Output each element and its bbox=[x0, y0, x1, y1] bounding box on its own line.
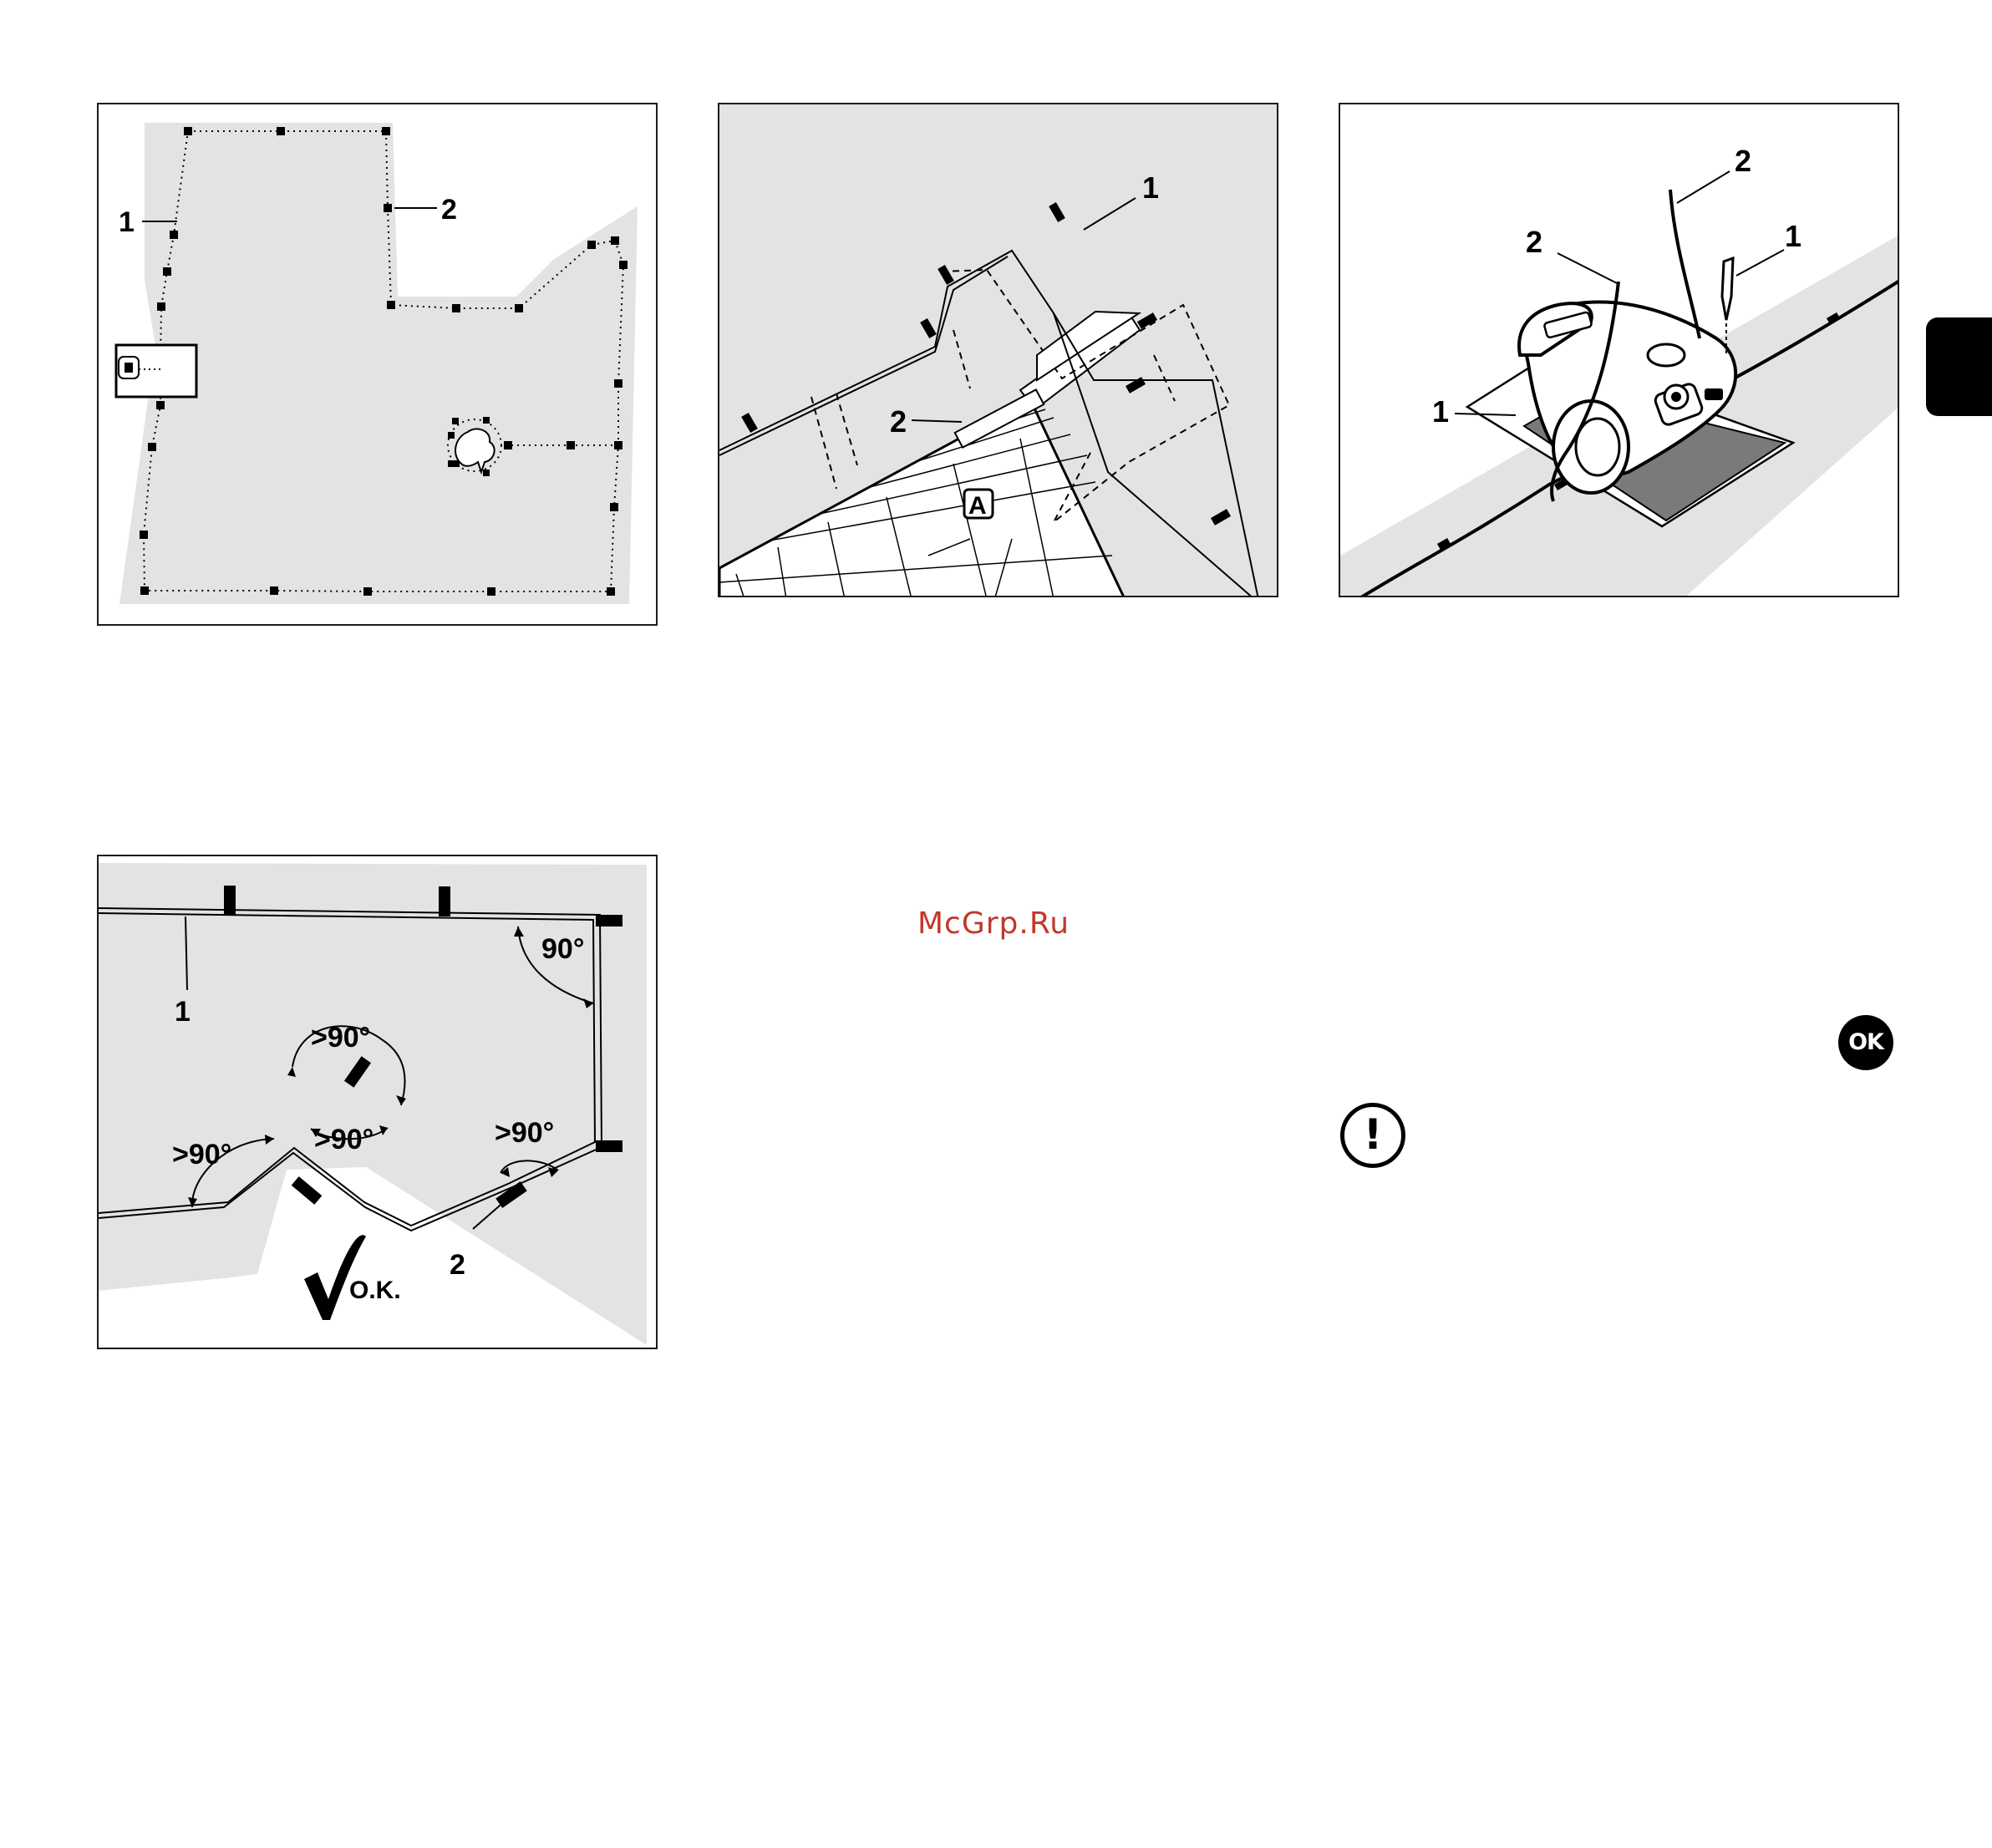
callout-2: 2 bbox=[450, 1249, 465, 1281]
angle-label-peak-bottom: >90° bbox=[314, 1124, 374, 1155]
callout-1: 1 bbox=[119, 206, 135, 238]
warning-icon: ! bbox=[1340, 1103, 1405, 1168]
callout-1-peg: 1 bbox=[1785, 219, 1801, 253]
callout-1-mat: 1 bbox=[1432, 394, 1449, 429]
callout-2-right: 2 bbox=[1735, 144, 1751, 178]
callout-2-left: 2 bbox=[1526, 225, 1542, 259]
section-tab-marker bbox=[1926, 317, 1992, 416]
paved-edge-drawing: 1 2 A bbox=[719, 104, 1278, 597]
angle-label-left: >90° bbox=[172, 1139, 231, 1170]
area-a-label: A bbox=[968, 492, 987, 520]
callout-2: 2 bbox=[441, 194, 457, 226]
docking-station-drawing: 1 2 2 1 bbox=[1340, 104, 1899, 597]
callout-1: 1 bbox=[1142, 170, 1159, 205]
ok-badge-icon: OK bbox=[1838, 1015, 1893, 1070]
wire-angles-drawing: 1 2 90° >90° >90° >90° >90° O.K. bbox=[99, 856, 658, 1349]
callout-2: 2 bbox=[890, 404, 907, 439]
figure-docking-station: 1 2 2 1 bbox=[1339, 103, 1899, 597]
angle-label-top-right: 90° bbox=[541, 933, 584, 965]
figure-paved-edge: 1 2 A bbox=[718, 103, 1278, 597]
docking-station bbox=[116, 345, 196, 397]
figure-lawn-plan: 1 2 bbox=[97, 103, 658, 626]
angle-label-peak-top: >90° bbox=[311, 1022, 370, 1053]
watermark: McGrp.Ru bbox=[917, 906, 1070, 941]
figure-wire-angles: 1 2 90° >90° >90° >90° >90° O.K. bbox=[97, 855, 658, 1349]
ok-label: O.K. bbox=[349, 1277, 401, 1304]
angle-label-right: >90° bbox=[495, 1117, 554, 1149]
lawn-plan-drawing: 1 2 bbox=[99, 104, 658, 626]
callout-1: 1 bbox=[175, 996, 191, 1028]
